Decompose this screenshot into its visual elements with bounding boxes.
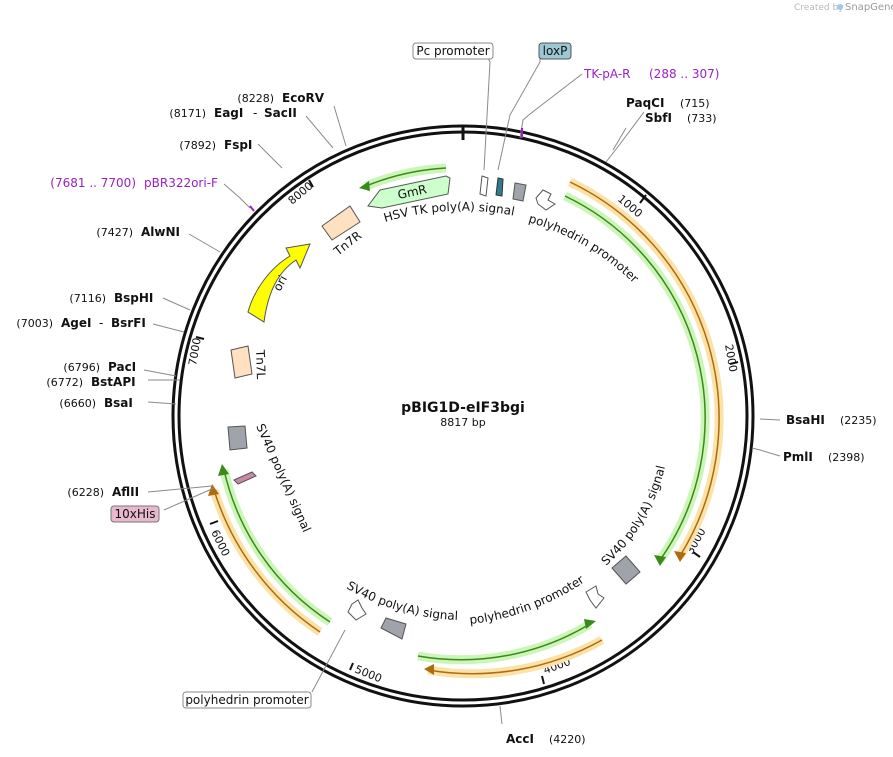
polyhedrin-bottom-text: polyhedrin promoter bbox=[185, 693, 308, 707]
pbr322ori-f-marker bbox=[249, 205, 255, 212]
enzyme-ecorv-name: EcoRV bbox=[282, 91, 325, 105]
enzyme-paqci-name: PaqCI bbox=[626, 96, 664, 110]
pc-promoter-tag: Pc promoter bbox=[412, 42, 494, 60]
polyhedrin-arrow-bottom bbox=[347, 599, 367, 621]
enzyme-eagi-sep: - bbox=[253, 106, 257, 120]
primer-pbr322ori-f-name: pBR322ori-F bbox=[144, 176, 218, 190]
enzyme-sbfi-pos: (733) bbox=[687, 112, 717, 125]
enzyme-acci-pos: (4220) bbox=[549, 733, 586, 746]
primer-tk-pa-r-range: (288 .. 307) bbox=[649, 67, 719, 81]
his-tag-marker bbox=[233, 471, 257, 485]
tick-2000: 2000 bbox=[722, 343, 740, 373]
enzyme-alwni-pos: (7427) bbox=[96, 226, 133, 239]
enzyme-paci-name: PacI bbox=[108, 360, 136, 374]
enzyme-bstapi-pos: (6772) bbox=[46, 376, 83, 389]
primer-pbr322ori-f-range: (7681 .. 7700) bbox=[50, 176, 136, 190]
enzyme-aflii-name: AflII bbox=[112, 485, 139, 499]
enzyme-bsai-pos: (6660) bbox=[59, 397, 96, 410]
enzyme-ecorv-pos: (8228) bbox=[237, 92, 274, 105]
enzyme-fspi-pos: (7892) bbox=[179, 139, 216, 152]
enzyme-eagi-name: EagI bbox=[214, 106, 243, 120]
polyhedrin-arrow-right bbox=[585, 585, 605, 609]
polyhedrin-bottom-tag: polyhedrin promoter bbox=[182, 691, 312, 709]
leader-lines bbox=[143, 57, 781, 725]
orf-right bbox=[563, 177, 724, 566]
orf-left bbox=[208, 464, 333, 636]
his-tag: 10xHis bbox=[110, 505, 160, 523]
enzyme-fspi-name: FspI bbox=[224, 138, 252, 152]
enzyme-agei-sep: - bbox=[99, 316, 103, 330]
polyhedrin-right-label: polyhedrin promoter bbox=[469, 573, 587, 627]
gmr-feature bbox=[367, 175, 451, 209]
enzyme-aflii-pos: (6228) bbox=[67, 486, 104, 499]
orf-bottom bbox=[417, 619, 605, 679]
ori-label: ori bbox=[270, 273, 290, 293]
loxp-marker bbox=[495, 177, 504, 197]
enzyme-bsphi-pos: (7116) bbox=[69, 292, 106, 305]
plasmid-backbone bbox=[171, 124, 755, 708]
ori-feature bbox=[247, 243, 311, 323]
enzyme-pmli-pos: (2398) bbox=[828, 451, 865, 464]
gmr-label: GmR bbox=[396, 182, 428, 202]
tick-5000: 5000 bbox=[353, 663, 384, 686]
enzyme-bstapi-name: BstAPI bbox=[91, 375, 136, 389]
enzyme-alwni-name: AlwNI bbox=[141, 225, 180, 239]
enzyme-agei-pos: (7003) bbox=[16, 317, 53, 330]
sv40-left-box bbox=[227, 425, 248, 451]
tn7l-feature bbox=[230, 345, 253, 379]
sv40-right-label: SV40 poly(A) signal bbox=[599, 464, 668, 568]
pc-promoter-text: Pc promoter bbox=[416, 44, 489, 58]
enzyme-sacii-name: SacII bbox=[264, 106, 297, 120]
snapgene-icon bbox=[837, 4, 843, 10]
sv40-right-box bbox=[611, 555, 641, 585]
plasmid-length: 8817 bp bbox=[440, 416, 485, 429]
primer-tk-pa-r-name: TK-pA-R bbox=[583, 67, 631, 81]
enzyme-agei-name: AgeI bbox=[61, 316, 91, 330]
loxp-text: loxP bbox=[543, 44, 568, 58]
snapgene-name: SnapGene bbox=[845, 2, 893, 13]
enzyme-paci-pos: (6796) bbox=[63, 361, 100, 374]
sv40-bottom-box bbox=[380, 617, 407, 640]
polyhedrin-arrow-top bbox=[535, 189, 556, 211]
enzyme-paqci-pos: (715) bbox=[680, 97, 710, 110]
enzyme-bsahi-name: BsaHI bbox=[786, 413, 825, 427]
tn7r-feature bbox=[321, 205, 361, 241]
sv40-left-label: SV40 poly(A) signal bbox=[253, 422, 313, 535]
enzyme-bsahi-pos: (2235) bbox=[840, 414, 877, 427]
enzyme-bsai-name: BsaI bbox=[104, 396, 133, 410]
enzyme-bsphi-name: BspHI bbox=[114, 291, 153, 305]
enzyme-sbfi-name: SbfI bbox=[645, 111, 672, 125]
loxp-tag: loxP bbox=[538, 42, 572, 60]
enzyme-pmli-name: PmlI bbox=[783, 450, 813, 464]
pc-promoter-marker bbox=[479, 175, 489, 197]
his-tag-text: 10xHis bbox=[115, 507, 156, 521]
created-by-text: Created by bbox=[794, 3, 844, 13]
snapgene-logo: Created by SnapGene bbox=[794, 2, 893, 13]
enzyme-acci-name: AccI bbox=[506, 732, 534, 746]
hsv-polya-box bbox=[512, 182, 527, 202]
tick-7000: 7000 bbox=[186, 337, 204, 367]
enzyme-bsrfi-name: BsrFI bbox=[111, 316, 146, 330]
orf-top bbox=[359, 163, 447, 191]
tn7l-label: Tn7L bbox=[253, 349, 268, 380]
enzyme-eagi-pos: (8171) bbox=[169, 107, 206, 120]
plasmid-name: pBIG1D-eIF3bgi bbox=[401, 400, 525, 416]
